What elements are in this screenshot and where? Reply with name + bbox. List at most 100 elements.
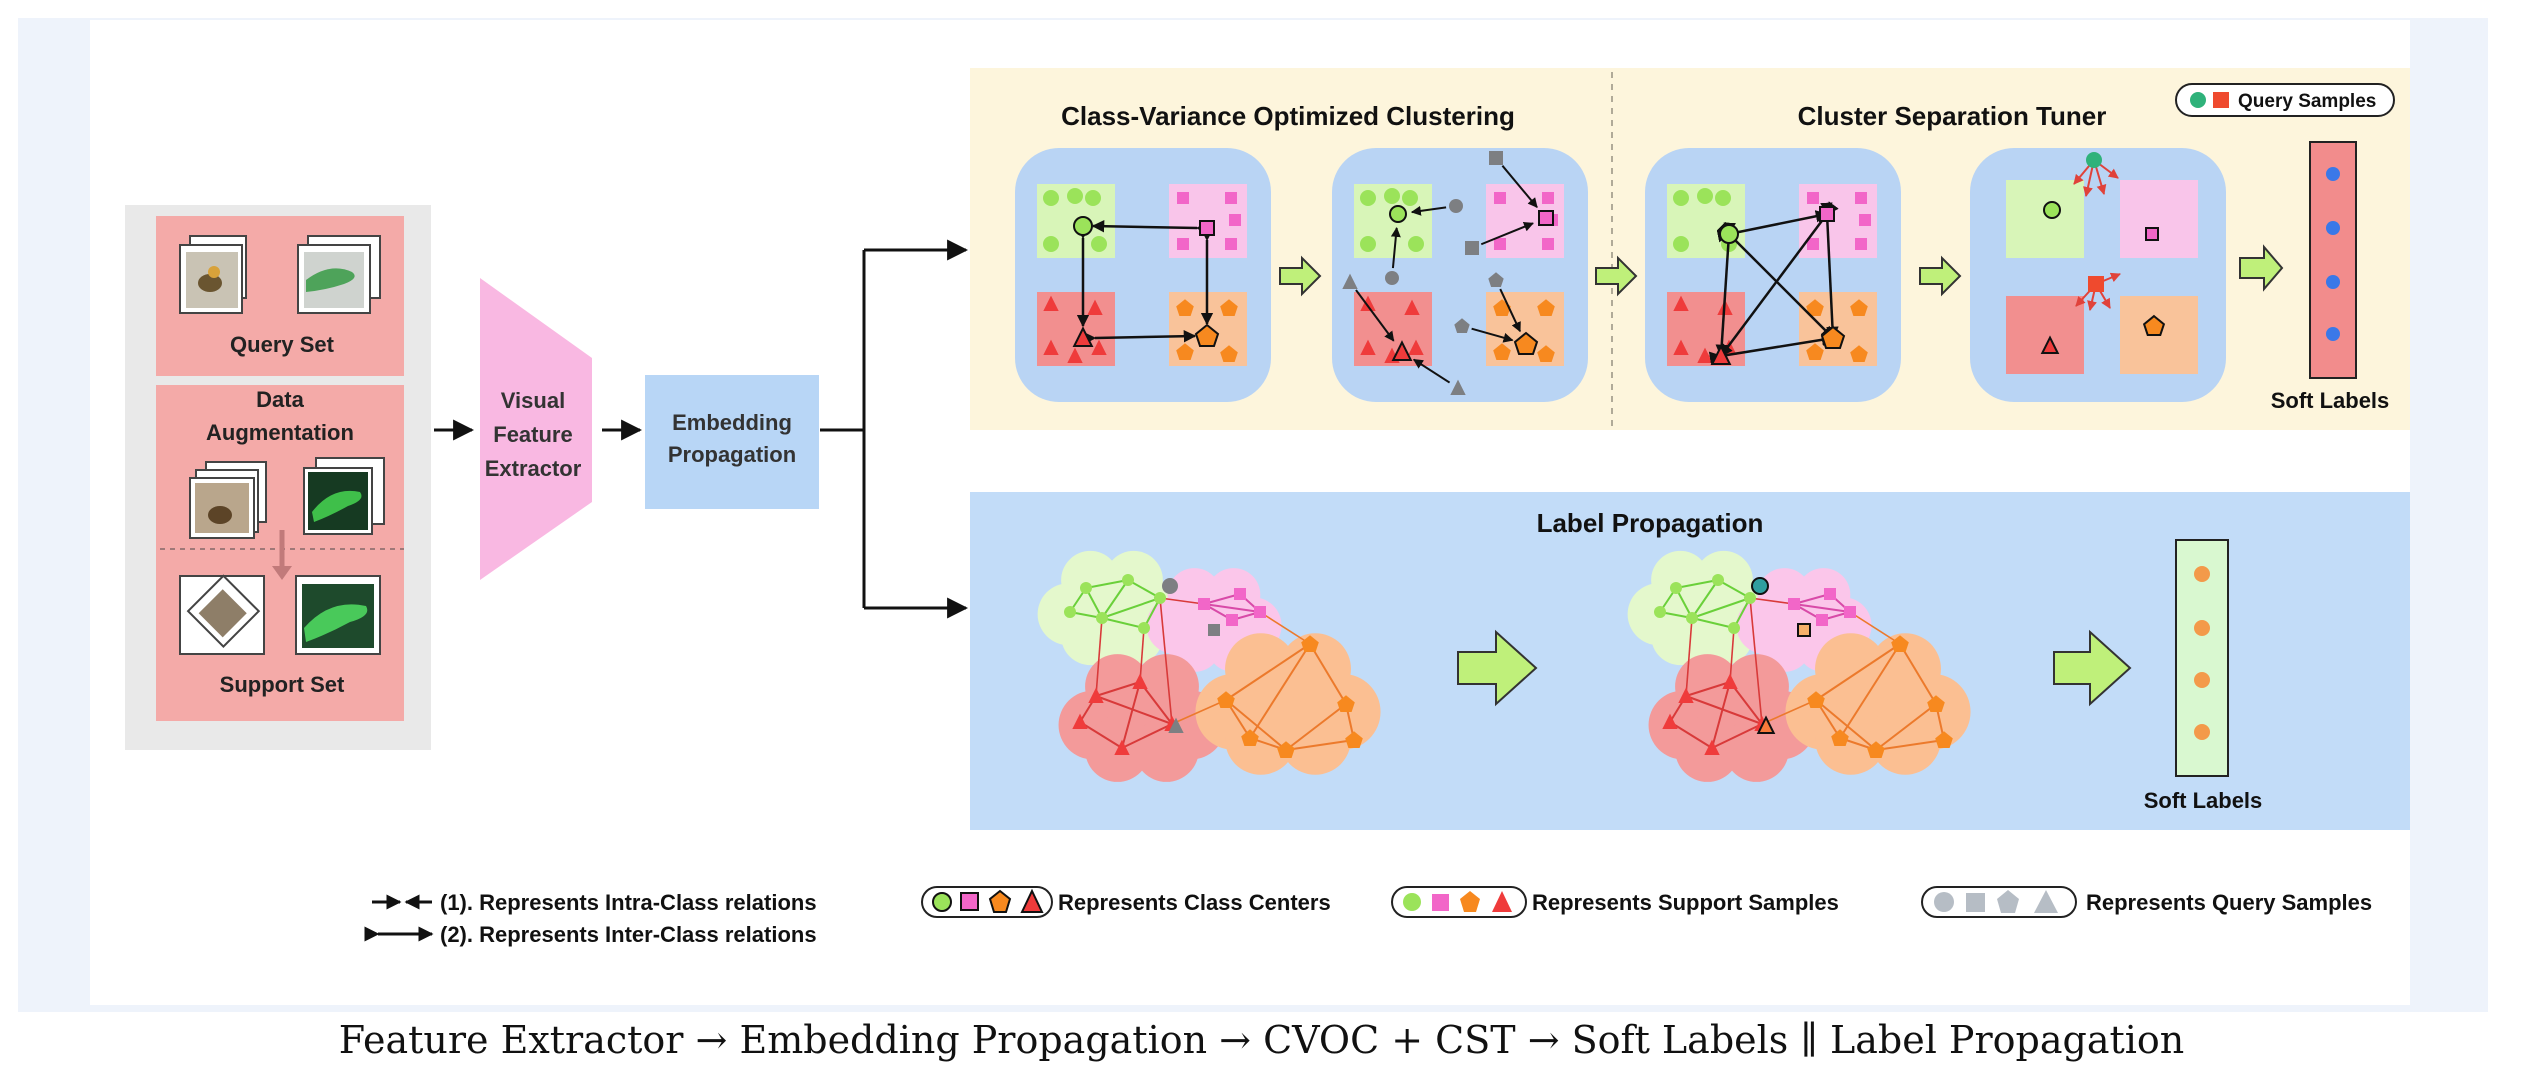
green-support-sample: [1360, 236, 1376, 252]
orange-node: [1807, 691, 1825, 708]
inter-class-relation: [1083, 329, 1197, 345]
gray-query-pentagon: [1454, 318, 1470, 333]
pink-class-center: [1819, 206, 1835, 222]
query-assignment-arrow: [1355, 289, 1395, 342]
orange-node: [1217, 691, 1235, 708]
orange-node: [1891, 635, 1909, 652]
orange-class-center: [1820, 325, 1846, 349]
cross-edge: [1259, 611, 1311, 645]
green-support-sample: [1043, 190, 1059, 206]
green-cluster-region: [2006, 180, 2084, 258]
orange-support-sample: [1537, 345, 1555, 362]
pink-support-sample: [1494, 238, 1506, 250]
branch-connector: [820, 250, 866, 608]
red-support-sample: [1043, 295, 1059, 311]
label-propagation-graphs: [1037, 550, 1971, 782]
cvoc-title: Class-Variance Optimized Clustering: [1061, 101, 1515, 131]
red-support-sample: [1360, 295, 1376, 311]
gray-query-triangle: [1450, 379, 1466, 395]
query-assignment-arrow: [1390, 226, 1401, 269]
cluster-cell-contents: [1037, 151, 2198, 395]
green-support-sample: [1715, 190, 1731, 206]
graph-edge: [1285, 703, 1347, 751]
query-assignment-arrow: [1412, 358, 1451, 384]
green-support-sample: [1085, 190, 1101, 206]
query-node-circle: [1162, 578, 1178, 594]
legend-intra: (1). Represents Intra-Class relations: [440, 890, 817, 915]
graph-edge: [1793, 603, 1851, 613]
cloud-lobe: [1815, 703, 1887, 775]
red-node: [1072, 713, 1088, 729]
red-class-center: [1391, 340, 1413, 361]
pink-support-sample: [1859, 214, 1871, 226]
lp-step-arrow-2: [2053, 629, 2132, 707]
cross-edge: [1171, 699, 1227, 725]
lp-step-arrow-1: [1457, 629, 1538, 707]
green-node: [1670, 582, 1682, 594]
augmented-bird-thumbnail: [189, 461, 267, 539]
step-arrow-4: [2239, 244, 2284, 292]
pink-support-sample: [1807, 192, 1819, 204]
cross-edge: [1159, 597, 1173, 725]
orange-support-sample: [1850, 299, 1868, 316]
legend-centers: Represents Class Centers: [1058, 890, 1331, 915]
orange-node: [1935, 731, 1953, 748]
pink-support-sample: [1177, 238, 1189, 250]
green-support-sample: [1091, 236, 1107, 252]
orange-class-center: [2142, 314, 2166, 336]
pink-support-sample: [1229, 214, 1241, 226]
orange-support-sample: [1493, 343, 1511, 360]
pink-class-center: [1199, 220, 1215, 236]
orange-support-sample: [1850, 345, 1868, 362]
green-support-sample: [1067, 188, 1083, 204]
orange-class-center: [1513, 331, 1539, 355]
pink-node: [1824, 588, 1836, 600]
pink-support-sample: [1177, 192, 1189, 204]
cloud-lobe: [1061, 550, 1120, 610]
graph-edge: [1101, 579, 1129, 619]
red-node: [1088, 687, 1104, 703]
green-support-sample: [1384, 188, 1400, 204]
graph-edge: [1875, 703, 1937, 751]
red-node: [1662, 713, 1678, 729]
query-assignment-arrow: [1410, 205, 1447, 216]
pink-node: [1816, 614, 1828, 626]
graph-edge: [1249, 643, 1311, 739]
cloud-lobe: [1869, 703, 1941, 775]
query-snake-thumbnail: [297, 235, 381, 314]
label-propagation-title: Label Propagation: [1537, 508, 1764, 538]
green-class-center: [1719, 224, 1739, 244]
cross-edge: [1159, 597, 1205, 605]
legend-support: Represents Support Samples: [1532, 890, 1839, 915]
graph-edge: [1127, 579, 1161, 599]
cst-soft-labels-label: Soft Labels: [2271, 388, 2390, 413]
orange-node: [1927, 695, 1945, 712]
graph-edge: [1121, 723, 1173, 749]
pink-node: [1234, 588, 1246, 600]
lp-soft-labels-bar: [2175, 539, 2229, 777]
cross-edge: [1139, 627, 1145, 683]
cross-edge: [1685, 617, 1693, 697]
green-class-center: [1389, 205, 1407, 223]
green-support-sample: [1402, 190, 1418, 206]
orange-node: [1277, 741, 1295, 758]
query-samples-label: Query Samples: [2238, 91, 2376, 112]
graph-edge: [1691, 579, 1719, 619]
pink-cluster-region: [2120, 180, 2198, 258]
gray-query-circle: [1385, 271, 1399, 285]
query-sample-circle: [2086, 152, 2102, 168]
red-support-sample: [1408, 339, 1424, 355]
red-support-sample: [1091, 339, 1107, 355]
graph-edge: [1309, 643, 1347, 705]
lp-soft-labels-label: Soft Labels: [2144, 788, 2263, 813]
augmented-snake-thumbnail: [303, 457, 385, 535]
red-support-sample: [1360, 339, 1376, 355]
graph-edge: [1095, 695, 1173, 725]
red-support-sample: [1043, 339, 1059, 355]
graph-edge: [1711, 723, 1763, 749]
